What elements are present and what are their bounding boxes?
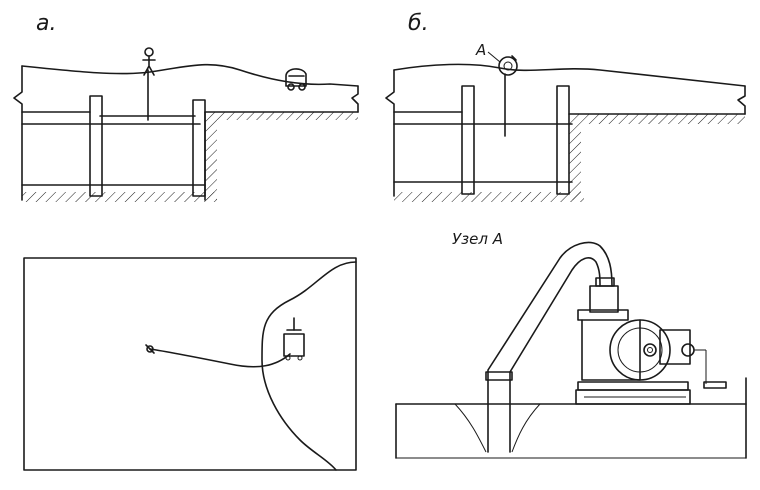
node-detail-title: Узел А <box>452 230 503 248</box>
node-marker: А <box>475 41 486 59</box>
timber-sled <box>575 389 691 405</box>
soil-bottom-b <box>394 192 584 202</box>
pump-position-icon <box>145 344 155 354</box>
panel-b: б. А <box>385 11 746 202</box>
suction-pipe-outer <box>487 241 613 453</box>
panel-node-detail: Узел А <box>395 230 747 459</box>
panel-plan <box>23 257 357 471</box>
panel-a-label: а. <box>36 11 56 36</box>
pier-right-b <box>556 85 570 195</box>
ground-surface-a <box>21 63 359 87</box>
panel-b-label: б. <box>408 11 429 36</box>
left-break-b <box>385 69 395 197</box>
panel-a: а. <box>13 11 359 202</box>
motor <box>659 329 691 365</box>
hose-line <box>149 348 291 368</box>
bank-line <box>261 261 357 471</box>
pier-left-b <box>461 85 475 195</box>
soil-bottom-a <box>22 192 217 202</box>
right-break-a <box>351 85 359 113</box>
plan-outline <box>23 257 357 471</box>
pump-cart-a <box>285 68 307 91</box>
pier-right-a <box>192 99 206 197</box>
worker-figure <box>142 47 156 76</box>
ground-surface-b <box>393 63 746 87</box>
pier-left-a <box>89 95 103 197</box>
pump-volute <box>609 319 671 381</box>
left-break-a <box>13 65 23 201</box>
suction-pipe-inner <box>509 257 601 453</box>
cart-plan-icon <box>283 317 305 361</box>
pump-base <box>577 381 689 391</box>
suction-cone <box>454 403 541 453</box>
pump-body <box>577 285 707 384</box>
pump-node-a <box>498 55 518 76</box>
